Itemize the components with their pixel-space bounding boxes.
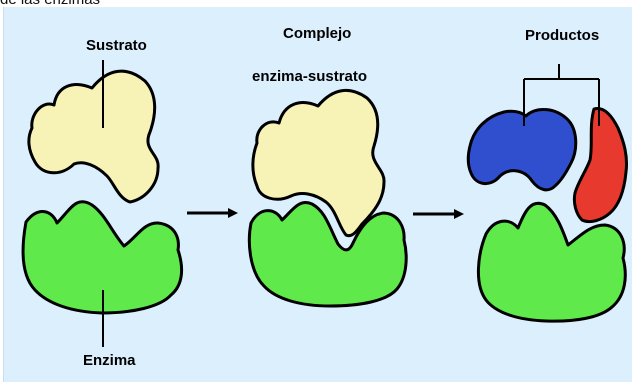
substrate-shape [29,71,158,202]
label-complex-line2: enzima-sustrato [252,68,367,85]
label-products: Productos [525,27,599,44]
product-red-shape [574,108,626,221]
product-blue-shape [468,110,575,190]
free-enzyme-shape [478,203,625,321]
complex-enzyme-shape [249,202,406,306]
label-substrate: Sustrato [86,37,147,54]
label-complex-line1: Complejo [283,25,351,42]
label-enzyme: Enzima [83,352,136,369]
